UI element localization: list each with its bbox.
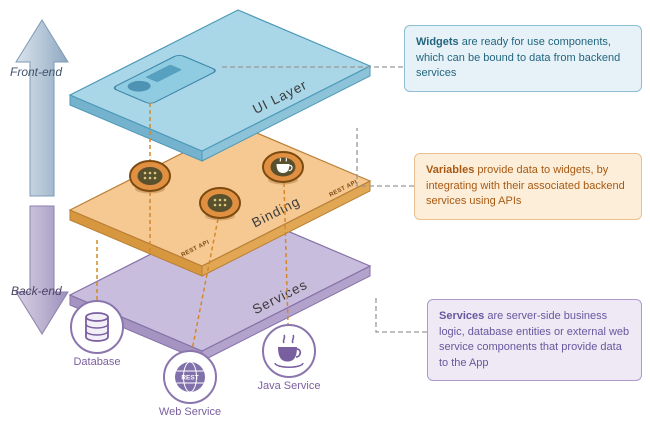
binding-layer: Binding REST API REST API xyxy=(68,124,372,277)
variables-note-text: provide data to widgets, by integrating … xyxy=(426,164,625,208)
rest-badge: REST xyxy=(181,375,198,382)
variable-knob-2 xyxy=(199,187,241,221)
services-note: Services are server-side business logic,… xyxy=(427,299,642,382)
teacup-icon xyxy=(276,157,293,173)
widgets-note-text: are ready for use components, which can … xyxy=(416,36,621,80)
java-service-label: Java Service xyxy=(257,380,321,392)
back-end-arrow xyxy=(15,205,69,335)
database-icon xyxy=(70,300,124,354)
widget-avatar xyxy=(127,80,151,92)
orange-connectors xyxy=(96,103,289,351)
connector-variables-note xyxy=(356,128,414,187)
front-end-label: Front-end xyxy=(10,65,63,79)
connector-knob3-to-javaservice xyxy=(283,182,289,325)
note-connectors xyxy=(222,66,427,333)
database-label: Database xyxy=(73,356,121,368)
widgets-note-lead: Widgets xyxy=(416,36,459,48)
services-layer: Services xyxy=(68,209,372,362)
variables-note-lead: Variables xyxy=(426,164,475,176)
variables-note: Variables provide data to widgets, by in… xyxy=(414,153,642,220)
variable-knob-cup xyxy=(262,151,304,185)
java-service-icon xyxy=(262,324,316,378)
knob-dots xyxy=(213,198,227,207)
widget-bar xyxy=(145,64,182,82)
web-service-label: Web Service xyxy=(158,406,222,418)
knob-core xyxy=(137,167,163,185)
ui-layer-top xyxy=(68,9,372,152)
web-service-icon: REST xyxy=(163,350,217,404)
front-end-arrow xyxy=(15,19,69,197)
widget-card-icon xyxy=(113,54,216,104)
back-end-label: Back-end xyxy=(11,284,62,298)
ui-layer: UI Layer xyxy=(68,9,372,162)
knob-core xyxy=(207,194,233,212)
knob-dots xyxy=(143,171,157,180)
services-note-text: are server-side business logic, database… xyxy=(439,310,630,369)
connector-knob2-to-webservice xyxy=(191,218,219,351)
connector-services-note xyxy=(375,297,427,333)
variable-knob-1 xyxy=(129,160,171,194)
widgets-note: Widgets are ready for use components, wh… xyxy=(404,25,642,92)
services-note-lead: Services xyxy=(439,310,485,322)
